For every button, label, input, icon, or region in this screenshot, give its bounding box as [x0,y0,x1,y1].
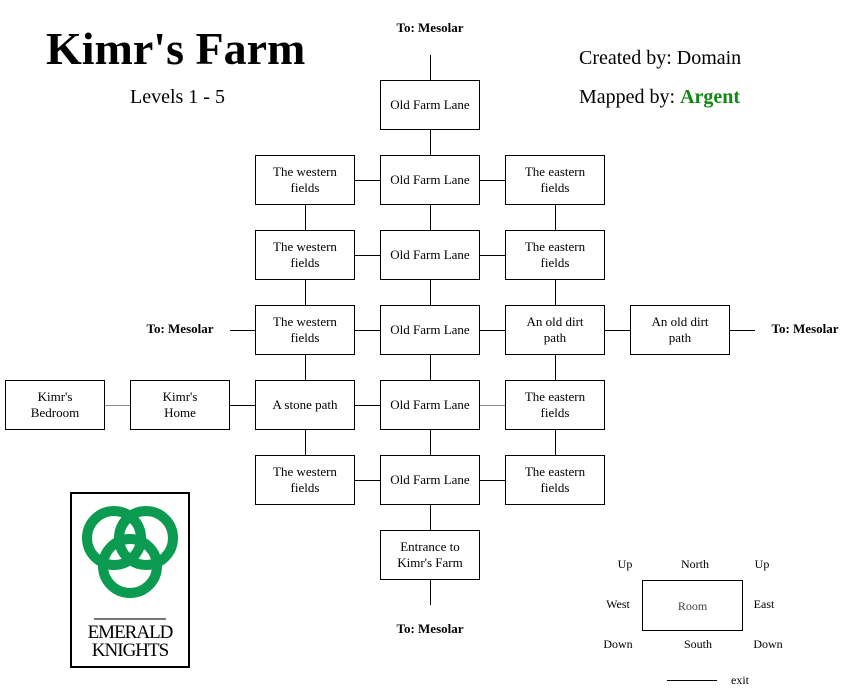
room-eastern-fields[interactable]: The eastern fields [505,155,605,205]
room-label: Old Farm Lane [390,397,470,412]
room-label: Old Farm Lane [390,172,470,187]
room-kimrs-bedroom[interactable]: Kimr's Bedroom [5,380,105,430]
level-range: Levels 1 - 5 [130,86,225,108]
mapped-label: Mapped by: [579,86,676,108]
room-label: The eastern fields [524,164,586,195]
room-old-dirt-path[interactable]: An old dirt path [630,305,730,355]
emerald-knights-logo: EMERALD KNIGHTS [70,492,190,668]
room-western-fields[interactable]: The western fields [255,455,355,505]
room-label: Old Farm Lane [390,322,470,337]
room-label: Old Farm Lane [390,472,470,487]
legend-room: Room [642,580,743,631]
exit-south-label[interactable]: To: Mesolar [396,621,464,636]
room-stone-path[interactable]: A stone path [255,380,355,430]
room-old-farm-lane[interactable]: Old Farm Lane [380,230,480,280]
exit-north-label[interactable]: To: Mesolar [396,20,464,35]
exit-east-label[interactable]: To: Mesolar [771,321,839,336]
room-label: Entrance to Kimr's Farm [397,539,463,570]
logo-divider [94,618,166,620]
room-old-farm-lane[interactable]: Old Farm Lane [380,155,480,205]
legend-south: South [683,637,713,651]
legend-room-label: Room [677,598,708,613]
room-label: An old dirt path [651,314,709,345]
room-eastern-fields[interactable]: The eastern fields [505,380,605,430]
mapper-name: Argent [680,86,741,108]
room-old-farm-lane[interactable]: Old Farm Lane [380,455,480,505]
room-label: An old dirt path [526,314,584,345]
room-label: Kimr's Home [162,389,198,420]
room-eastern-fields[interactable]: The eastern fields [505,230,605,280]
legend-west: West [606,597,630,611]
room-label: Old Farm Lane [390,97,470,112]
creator-name: Domain [676,47,742,69]
legend-up-left: Up [617,557,633,571]
room-label: The eastern fields [524,389,586,420]
legend-up-right: Up [754,557,770,571]
room-eastern-fields[interactable]: The eastern fields [505,455,605,505]
triquetra-rings-icon [82,506,178,598]
room-old-farm-lane[interactable]: Old Farm Lane [380,380,480,430]
room-western-fields[interactable]: The western fields [255,305,355,355]
legend-down-right: Down [753,637,783,651]
room-label: The western fields [273,464,337,495]
room-label: The eastern fields [524,464,586,495]
room-label: Old Farm Lane [390,247,470,262]
room-farm-entrance[interactable]: Entrance to Kimr's Farm [380,530,480,580]
legend-exit: exit [731,673,749,687]
logo-text-line2: KNIGHTS [91,640,169,661]
legend-down-left: Down [603,637,633,651]
legend-north: North [681,557,709,571]
exit-west-label[interactable]: To: Mesolar [146,321,214,336]
map-title: Kimr's Farm [46,23,306,74]
room-old-dirt-path[interactable]: An old dirt path [505,305,605,355]
legend-east: East [753,597,775,611]
room-label: The western fields [273,314,337,345]
room-label: A stone path [272,397,338,412]
created-label: Created by: [579,47,672,69]
room-old-farm-lane[interactable]: Old Farm Lane [380,305,480,355]
room-western-fields[interactable]: The western fields [255,230,355,280]
room-western-fields[interactable]: The western fields [255,155,355,205]
room-label: The western fields [273,164,337,195]
mapped-by: Mapped by: Argent [579,86,740,109]
room-kimrs-home[interactable]: Kimr's Home [130,380,230,430]
logo-text-line1: EMERALD [87,622,174,643]
room-old-farm-lane[interactable]: Old Farm Lane [380,80,480,130]
room-label: Kimr's Bedroom [30,389,80,420]
room-label: The eastern fields [524,239,586,270]
created-by: Created by: Domain [579,47,741,70]
room-label: The western fields [273,239,337,270]
